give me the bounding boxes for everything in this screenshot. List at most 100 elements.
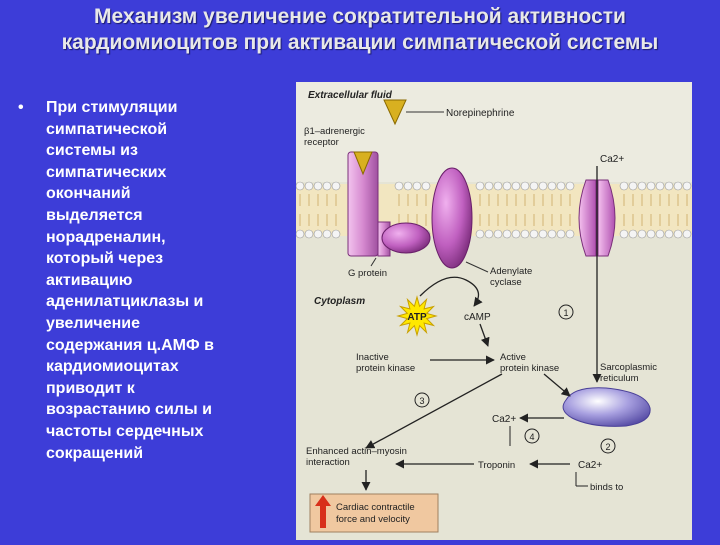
phospholipid-head xyxy=(656,182,664,190)
binds-to-label: binds to xyxy=(590,482,623,493)
phospholipid-head xyxy=(521,182,529,190)
inactive-pk-line1: Inactive xyxy=(356,352,389,363)
phospholipid-head xyxy=(413,182,421,190)
phospholipid-head xyxy=(566,182,574,190)
bullet-line: выделяется xyxy=(46,205,290,227)
norepinephrine-label: Norepinephrine xyxy=(446,108,515,119)
bullet-line: норадреналин, xyxy=(46,227,290,249)
bullet-line: активацию xyxy=(46,270,290,292)
phospholipid-head xyxy=(665,230,673,238)
bullet-line: сокращений xyxy=(46,443,290,465)
enhanced-label-line1: Enhanced actin–myosin xyxy=(306,446,407,457)
bullet-line: который через xyxy=(46,248,290,270)
phospholipid-head xyxy=(647,182,655,190)
bullet-line: симпатических xyxy=(46,162,290,184)
phospholipid-head xyxy=(422,182,430,190)
title-line-1: Механизм увеличение сократительной актив… xyxy=(0,4,720,30)
extracellular-label: Extracellular fluid xyxy=(308,90,393,101)
phospholipid-head xyxy=(512,182,520,190)
camp-activates-arrow xyxy=(480,324,488,346)
outcome-box xyxy=(310,494,438,532)
phospholipid-head xyxy=(683,182,691,190)
phospholipid-head xyxy=(323,230,331,238)
troponin-label: Troponin xyxy=(478,460,515,471)
phospholipid-head xyxy=(539,230,547,238)
pk-to-actomyosin-arrow xyxy=(366,374,502,448)
phospholipid-head xyxy=(521,230,529,238)
slide-title: Механизм увеличение сократительной актив… xyxy=(0,4,720,56)
phospholipid-head xyxy=(323,182,331,190)
phospholipid-head xyxy=(620,182,628,190)
g-protein-label: G protein xyxy=(348,268,387,279)
outcome-line2: force and velocity xyxy=(336,514,410,525)
bullet-line: содержания ц.АМФ в xyxy=(46,335,290,357)
atp-to-camp-arrow xyxy=(420,277,479,306)
phospholipid-head xyxy=(404,182,412,190)
diagram-svg: Extracellular fluid Norepinephrine β1–ad… xyxy=(296,82,692,540)
title-line-2: кардиомиоцитов при активации симпатическ… xyxy=(0,30,720,56)
phospholipid-head xyxy=(530,182,538,190)
active-pk-line1: Active xyxy=(500,352,526,363)
bullet-line: аденилатциклазы и xyxy=(46,291,290,313)
phospholipid-head xyxy=(476,182,484,190)
bullet-line: возрастанию силы и xyxy=(46,399,290,421)
phospholipid-head xyxy=(683,230,691,238)
step-1-marker: 1 xyxy=(563,308,568,318)
phospholipid-head xyxy=(656,230,664,238)
phospholipid-head xyxy=(395,182,403,190)
phospholipid-head xyxy=(305,230,313,238)
ca-bottom-label: Ca2+ xyxy=(578,460,602,471)
active-pk-line2: protein kinase xyxy=(500,363,559,374)
phospholipid-head xyxy=(332,230,340,238)
phospholipid-head xyxy=(629,182,637,190)
camp-label: cAMP xyxy=(464,312,491,323)
phospholipid-head xyxy=(512,230,520,238)
phospholipid-head xyxy=(629,230,637,238)
phospholipid-head xyxy=(638,230,646,238)
inactive-pk-line2: protein kinase xyxy=(356,363,415,374)
phospholipid-head xyxy=(539,182,547,190)
phospholipid-head xyxy=(647,230,655,238)
adenylate-label-line1: Adenylate xyxy=(490,266,532,277)
receptor-label-line2: receptor xyxy=(304,137,339,148)
cytoplasm-label: Cytoplasm xyxy=(314,296,365,307)
phospholipid-head xyxy=(557,230,565,238)
phospholipid-head xyxy=(665,182,673,190)
bullet-text: При стимуляции симпатической системы из … xyxy=(46,97,290,464)
step-4-marker: 4 xyxy=(529,432,534,442)
bullet-line: приводит к xyxy=(46,378,290,400)
phospholipid-head xyxy=(494,230,502,238)
phospholipid-head xyxy=(332,182,340,190)
phospholipid-head xyxy=(485,182,493,190)
phospholipid-head xyxy=(296,182,304,190)
phospholipid-head xyxy=(485,230,493,238)
bullet-line: кардиомиоцитах xyxy=(46,356,290,378)
phospholipid-head xyxy=(557,182,565,190)
phospholipid-head xyxy=(674,230,682,238)
phospholipid-head xyxy=(476,230,484,238)
adenylate-label-line2: cyclase xyxy=(490,277,522,288)
phospholipid-head xyxy=(548,230,556,238)
phospholipid-head xyxy=(296,230,304,238)
phospholipid-head xyxy=(305,182,313,190)
step-3-marker: 3 xyxy=(419,396,424,406)
bullet-line: увеличение xyxy=(46,313,290,335)
phospholipid-head xyxy=(503,230,511,238)
sr-label-line2: reticulum xyxy=(600,373,639,384)
step-2-marker: 2 xyxy=(605,442,610,452)
phospholipid-head xyxy=(530,230,538,238)
phospholipid-head xyxy=(314,182,322,190)
phospholipid-head xyxy=(548,182,556,190)
phospholipid-head xyxy=(638,182,646,190)
g-protein xyxy=(382,223,430,253)
signaling-diagram: Extracellular fluid Norepinephrine β1–ad… xyxy=(296,82,692,540)
phospholipid-head xyxy=(314,230,322,238)
bullet-marker: • xyxy=(18,97,24,119)
phospholipid-head xyxy=(566,230,574,238)
adenylate-cyclase xyxy=(432,168,472,268)
enhanced-label-line2: interaction xyxy=(306,457,350,468)
phospholipid-head xyxy=(494,182,502,190)
sarcoplasmic-reticulum xyxy=(563,388,650,427)
receptor-label-line1: β1–adrenergic xyxy=(304,126,365,137)
bullet-line: При стимуляции xyxy=(46,97,290,119)
